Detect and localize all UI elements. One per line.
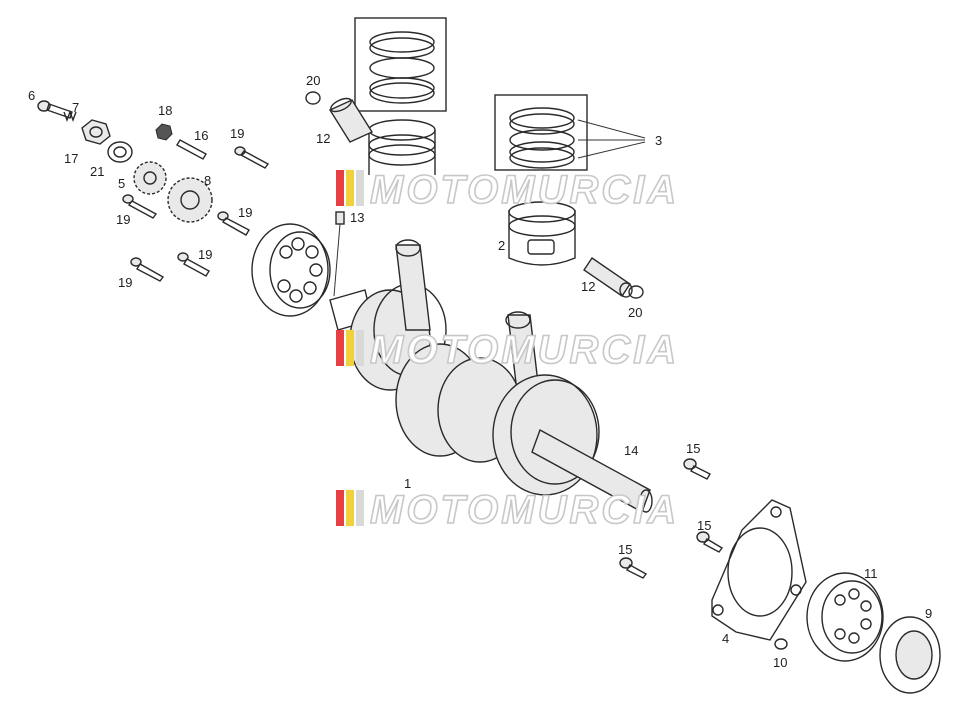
nut-18 [155,123,173,141]
watermark-text-middle: MOTOMURCIA [370,328,679,372]
piston-right [508,201,576,266]
callout-labels: 1 2 3 4 5 6 7 8 9 10 11 12 12 13 14 15 1… [28,73,932,670]
bolt-19e [130,257,165,282]
callout-12-right: 12 [581,279,595,294]
callout-19-c: 19 [238,205,252,220]
bearing-11 [806,572,884,662]
callout-16: 16 [194,128,208,143]
circlip-right [628,285,644,299]
callout-1: 1 [404,476,411,491]
watermark-bottom: MOTOMURCIA [336,487,679,533]
plate-4 [711,499,807,641]
callout-15-bottom: 15 [618,542,632,557]
callout-4: 4 [722,631,729,646]
bolt-15b [696,531,724,553]
callout-18: 18 [158,103,172,118]
callout-15-top: 15 [686,441,700,456]
piston-pin-right [583,257,633,298]
gear-5 [133,161,167,195]
key-13 [333,211,345,297]
crankshaft [329,239,653,514]
callout-8: 8 [204,173,211,188]
bolt-16 [176,139,207,160]
watermark-text-top: MOTOMURCIA [370,168,679,212]
washer-21 [107,141,133,163]
callout-13: 13 [350,210,364,225]
callout-20-right: 20 [628,305,642,320]
callout-14: 14 [624,443,638,458]
callout-21: 21 [90,164,104,179]
bolt-15c [619,557,648,579]
nut-17 [81,119,111,145]
callout-2: 2 [498,238,505,253]
callout-19-e: 19 [118,275,132,290]
gear-8 [167,177,213,223]
bolt-19c [217,211,250,236]
watermark-top: MOTOMURCIA [336,167,679,213]
callout-19-d: 19 [198,247,212,262]
callout-17: 17 [64,151,78,166]
oil-seal-9 [879,616,941,694]
bolt-19a [234,146,270,169]
piston-pin-left [328,97,374,143]
callout-10: 10 [773,655,787,670]
bearing-left [251,223,331,317]
leader-lines [577,119,646,159]
callout-19-b: 19 [116,212,130,227]
callout-15-middle: 15 [697,518,711,533]
bolt-19b [122,194,158,219]
callout-11: 11 [864,566,878,581]
piston-ring-set-box-right [494,94,588,171]
bolt-6 [37,100,73,119]
callout-20-left: 20 [306,73,320,88]
bolt-19d [177,252,210,277]
callout-5: 5 [118,176,125,191]
circlip-left [305,91,321,105]
callout-7: 7 [72,100,79,115]
spring-7 [63,110,77,122]
callout-12-left: 12 [316,131,330,146]
piston-left [368,119,436,175]
callout-3: 3 [655,133,662,148]
callout-19-a: 19 [230,126,244,141]
piston-ring-set-box-left [354,17,447,112]
watermark-middle: MOTOMURCIA [336,327,679,373]
washer-10 [774,638,788,650]
callout-9: 9 [925,606,932,621]
bolt-15a [683,458,711,480]
callout-6: 6 [28,88,35,103]
watermark-text-bottom: MOTOMURCIA [370,488,679,532]
